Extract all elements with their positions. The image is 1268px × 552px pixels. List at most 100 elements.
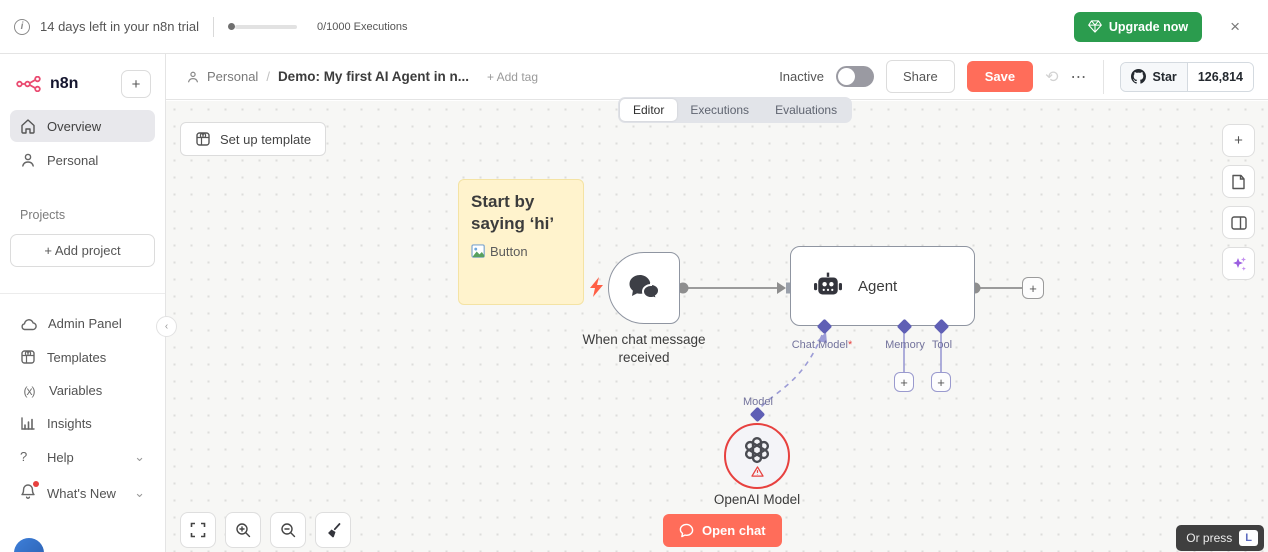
tab-executions[interactable]: Executions xyxy=(690,103,750,117)
chat-model-label: Chat Model* xyxy=(792,339,853,351)
more-menu-icon[interactable]: ⋯ xyxy=(1070,68,1088,86)
sidebar-item-label: Admin Panel xyxy=(48,316,122,331)
model-input-connector[interactable] xyxy=(749,406,766,423)
info-icon: i xyxy=(14,18,30,35)
sidebar-item-insights[interactable]: Insights xyxy=(10,408,155,439)
sidebar-item-templates[interactable]: Templates xyxy=(10,341,155,373)
chat-bubbles-icon xyxy=(629,275,661,301)
sidebar-item-overview[interactable]: Overview xyxy=(10,110,155,142)
n8n-logo-icon xyxy=(16,76,41,92)
templates-box-icon xyxy=(21,350,35,364)
breadcrumb[interactable]: Personal xyxy=(186,69,258,84)
trial-banner: i 14 days left in your n8n trial 0/1000 … xyxy=(0,0,1268,54)
user-avatar[interactable] xyxy=(14,538,44,552)
node-chat-trigger[interactable] xyxy=(608,252,680,324)
upgrade-label: Upgrade now xyxy=(1108,19,1189,34)
canvas-side-tools: + xyxy=(1222,124,1255,280)
workflow-title[interactable]: Demo: My first AI Agent in n... xyxy=(277,69,469,84)
save-button[interactable]: Save xyxy=(966,61,1034,92)
add-tag-button[interactable]: + Add tag xyxy=(486,69,538,84)
github-star-widget[interactable]: Star 126,814 xyxy=(1120,61,1254,92)
upgrade-now-button[interactable]: Upgrade now xyxy=(1073,11,1203,42)
required-asterisk: * xyxy=(847,339,853,351)
toggle-panel-button[interactable] xyxy=(1222,206,1255,239)
node-openai-model[interactable] xyxy=(724,423,790,489)
add-sticky-note-button[interactable] xyxy=(1222,165,1255,198)
sticky-title: Start by saying ‘hi’ xyxy=(471,192,555,234)
breadcrumb-root[interactable]: Personal xyxy=(207,69,259,84)
zoom-out-icon xyxy=(281,523,296,538)
sidebar: n8n + Overview Personal Projects + Add p… xyxy=(0,54,166,552)
sidebar-collapse-button[interactable]: ‹ xyxy=(156,316,177,337)
sidebar-item-personal[interactable]: Personal xyxy=(10,144,155,176)
tab-editor[interactable]: Editor xyxy=(620,99,678,121)
templates-box-icon xyxy=(196,132,210,146)
history-icon: ⟲ xyxy=(1045,68,1059,86)
bell-icon xyxy=(20,481,39,503)
chat-trigger-label: When chat message received xyxy=(582,332,706,365)
n8n-logo[interactable]: n8n xyxy=(16,75,78,93)
breadcrumb-separator: / xyxy=(266,69,270,84)
sidebar-item-label: Templates xyxy=(47,349,107,365)
variables-icon: (x) xyxy=(23,383,36,398)
sidebar-item-admin-panel[interactable]: Admin Panel xyxy=(10,308,155,339)
sticky-note[interactable]: Start by saying ‘hi’ Button xyxy=(458,179,584,305)
add-node-button[interactable]: + xyxy=(1222,124,1255,157)
open-chat-button[interactable]: Open chat xyxy=(663,514,782,547)
setup-template-button[interactable]: Set up template xyxy=(180,122,327,156)
zoom-in-button[interactable] xyxy=(225,512,261,548)
warning-triangle-icon xyxy=(750,466,764,477)
shortcut-hint: Or press L xyxy=(1176,525,1264,551)
add-node-after-agent-button[interactable]: + xyxy=(1022,277,1044,299)
canvas-controls xyxy=(180,512,351,548)
fit-view-icon xyxy=(190,522,206,538)
sidebar-item-help[interactable]: ? Help ⌄ xyxy=(10,441,155,473)
star-label: Star xyxy=(1152,69,1177,84)
memory-label: Memory xyxy=(885,339,925,351)
add-tool-button[interactable]: + xyxy=(931,372,951,392)
agent-node-label: Agent xyxy=(858,277,898,295)
chevron-down-icon: ⌄ xyxy=(134,485,145,500)
sidebar-item-whats-new[interactable]: What's New ⌄ xyxy=(10,475,155,511)
tidy-up-button[interactable] xyxy=(315,512,351,548)
main-area: Personal / Demo: My first AI Agent in n.… xyxy=(166,54,1268,552)
view-tabs: Editor Executions Evaluations xyxy=(618,97,853,123)
robot-icon xyxy=(814,272,842,295)
cloud-icon xyxy=(21,318,37,330)
user-icon xyxy=(22,153,34,167)
open-chat-label: Open chat xyxy=(702,523,766,538)
toggle-knob xyxy=(838,68,855,85)
node-agent[interactable]: Agent xyxy=(790,246,975,326)
sidebar-item-label: Help xyxy=(47,449,74,465)
setup-template-label: Set up template xyxy=(220,131,312,147)
gem-icon xyxy=(1088,20,1102,33)
broken-image-icon xyxy=(471,244,485,258)
chevron-down-icon: ⌄ xyxy=(134,449,145,464)
share-button[interactable]: Share xyxy=(886,60,955,93)
home-icon xyxy=(21,119,35,134)
ai-assistant-button[interactable] xyxy=(1222,247,1255,280)
openai-node-label: OpenAI Model xyxy=(713,492,801,507)
github-icon xyxy=(1131,69,1147,84)
banner-close-icon[interactable]: × xyxy=(1230,17,1240,36)
sidebar-item-variables[interactable]: (x) Variables xyxy=(10,375,155,406)
split-panel-icon xyxy=(1230,215,1247,230)
star-count: 126,814 xyxy=(1187,62,1253,91)
sidebar-item-label: Overview xyxy=(47,118,102,134)
broom-icon xyxy=(327,522,340,537)
add-project-button[interactable]: + Add project xyxy=(10,234,155,267)
tab-evaluations[interactable]: Evaluations xyxy=(775,103,838,117)
workflow-canvas[interactable]: Set up template Start by saying ‘hi’ But… xyxy=(166,101,1268,552)
trigger-bolt-icon xyxy=(590,277,603,297)
new-workflow-button[interactable]: + xyxy=(121,70,151,98)
divider xyxy=(1103,59,1105,94)
chat-bubble-icon xyxy=(679,523,694,538)
sticky-image-alt-text: Button xyxy=(490,244,528,260)
add-memory-button[interactable]: + xyxy=(894,372,914,392)
zoom-out-button[interactable] xyxy=(270,512,306,548)
fit-view-button[interactable] xyxy=(180,512,216,548)
person-icon xyxy=(188,71,198,82)
workflow-header: Personal / Demo: My first AI Agent in n.… xyxy=(166,54,1268,100)
active-toggle[interactable] xyxy=(836,66,874,87)
